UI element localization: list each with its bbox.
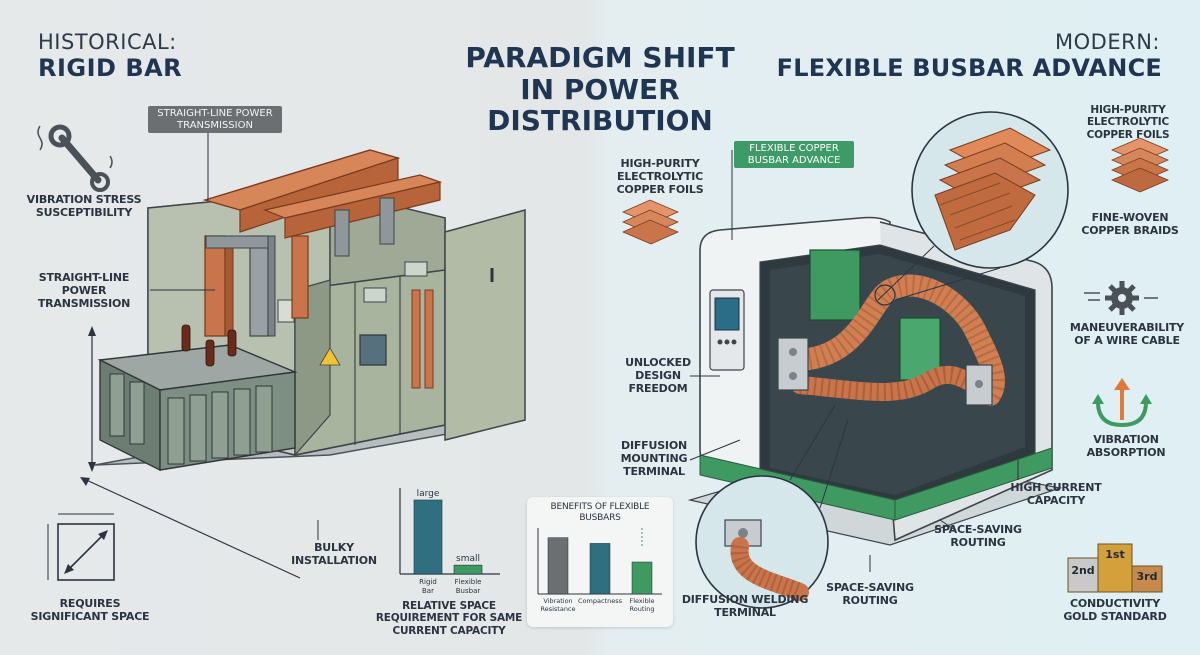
modern-kicker: MODERN:	[1055, 30, 1160, 54]
benefits-chart-title: BENEFITS OF FLEXIBLE BUSBARS	[550, 502, 650, 523]
main-title-line-2: IN POWER	[520, 72, 680, 106]
benefits-chart-tick-label-1-0: Compactness	[578, 597, 623, 605]
space-chart-data-label-1: small	[456, 554, 480, 564]
rigid-bar-cabinet-illustration	[37, 124, 526, 581]
space-square-icon	[47, 513, 115, 581]
benefits-chart-tick-label-0-0: Vibration	[543, 597, 572, 605]
benefits-chart-tick-label-0-1: Resistance	[540, 605, 575, 613]
high-current-label: HIGH CURRENT CAPACITY	[1010, 481, 1102, 507]
braids-label: FINE-WOVEN COPPER BRAIDS	[1081, 211, 1179, 237]
podium-second: 2nd	[1071, 564, 1095, 577]
tag-straight-line-transmission: STRAIGHT-LINE POWER TRANSMISSION	[148, 106, 282, 133]
straight-line-label: STRAIGHT-LINE POWER TRANSMISSION	[37, 271, 131, 310]
space-chart-tick-label-1-1: Busbar	[456, 587, 481, 595]
benefits-chart-tick-label-2-1: Routing	[630, 605, 655, 613]
modern-title: FLEXIBLE BUSBAR ADVANCE	[776, 54, 1162, 82]
vibration-absorption-label: VIBRATION ABSORPTION	[1086, 433, 1166, 459]
space-chart-bar-1	[453, 564, 483, 575]
foils-label-left: HIGH-PURITY ELECTROLYTIC COPPER FOILS	[616, 157, 704, 196]
copper-foil-stack-icon-right	[1110, 137, 1170, 193]
foils-label-right: HIGH-PURITY ELECTROLYTIC COPPER FOILS	[1086, 104, 1170, 141]
space-chart-bar-0	[413, 499, 443, 575]
diffusion-mounting-label: DIFFUSION MOUNTING TERMINAL	[620, 439, 688, 478]
maneuverability-label: MANEUVERABILITY OF A WIRE CABLE	[1069, 321, 1185, 347]
vibration-stress-label: VIBRATION STRESS SUSCEPTIBILITY	[26, 193, 142, 219]
space-chart-tick-label-0-1: Bar	[422, 587, 434, 595]
vibration-absorption-icon	[1092, 378, 1152, 428]
space-chart-tick-label-1-0: Flexible	[455, 578, 482, 586]
historical-kicker: HISTORICAL:	[38, 30, 177, 54]
space-chart-data-label-0: large	[417, 489, 440, 499]
podium-third: 3rd	[1136, 570, 1158, 583]
main-title: PARADIGM SHIFT IN POWER DISTRIBUTION	[430, 42, 770, 137]
flexible-busbar-machine-illustration	[622, 111, 1170, 609]
space-saving-routing-bottom: SPACE-SAVING ROUTING	[826, 581, 914, 607]
copper-foil-stack-icon	[622, 199, 679, 245]
gear-icon	[1084, 281, 1158, 315]
space-chart-tick-label-0-0: Rigid	[419, 578, 437, 586]
space-saving-routing-mid: SPACE-SAVING ROUTING	[934, 523, 1022, 549]
historical-title: RIGID BAR	[38, 54, 183, 82]
podium-first: 1st	[1105, 548, 1125, 561]
podium-icon	[1067, 543, 1163, 593]
main-title-line-1: PARADIGM SHIFT	[465, 41, 735, 74]
space-chart-caption: RELATIVE SPACE REQUIREMENT FOR SAME CURR…	[375, 600, 523, 637]
diffusion-welding-label: DIFFUSION WELDING TERMINAL	[681, 593, 809, 619]
benefits-chart-tick-label-2-0: Flexible	[629, 597, 654, 605]
tag-flexible-copper-busbar: FLEXIBLE COPPER BUSBAR ADVANCE	[734, 141, 854, 168]
bulky-installation-label: BULKY INSTALLATION	[291, 541, 377, 567]
benefits-chart-bar-2	[631, 561, 653, 595]
requires-space-label: REQUIRES SIGNIFICANT SPACE	[30, 597, 150, 623]
wrench-icon	[37, 124, 113, 192]
benefits-chart-bar-1	[589, 543, 611, 595]
conductivity-label: CONDUCTIVITY GOLD STANDARD	[1063, 597, 1167, 623]
unlocked-design-label: UNLOCKED DESIGN FREEDOM	[625, 356, 691, 395]
main-title-line-3: DISTRIBUTION	[487, 104, 713, 138]
benefits-chart-bar-0	[547, 537, 569, 595]
